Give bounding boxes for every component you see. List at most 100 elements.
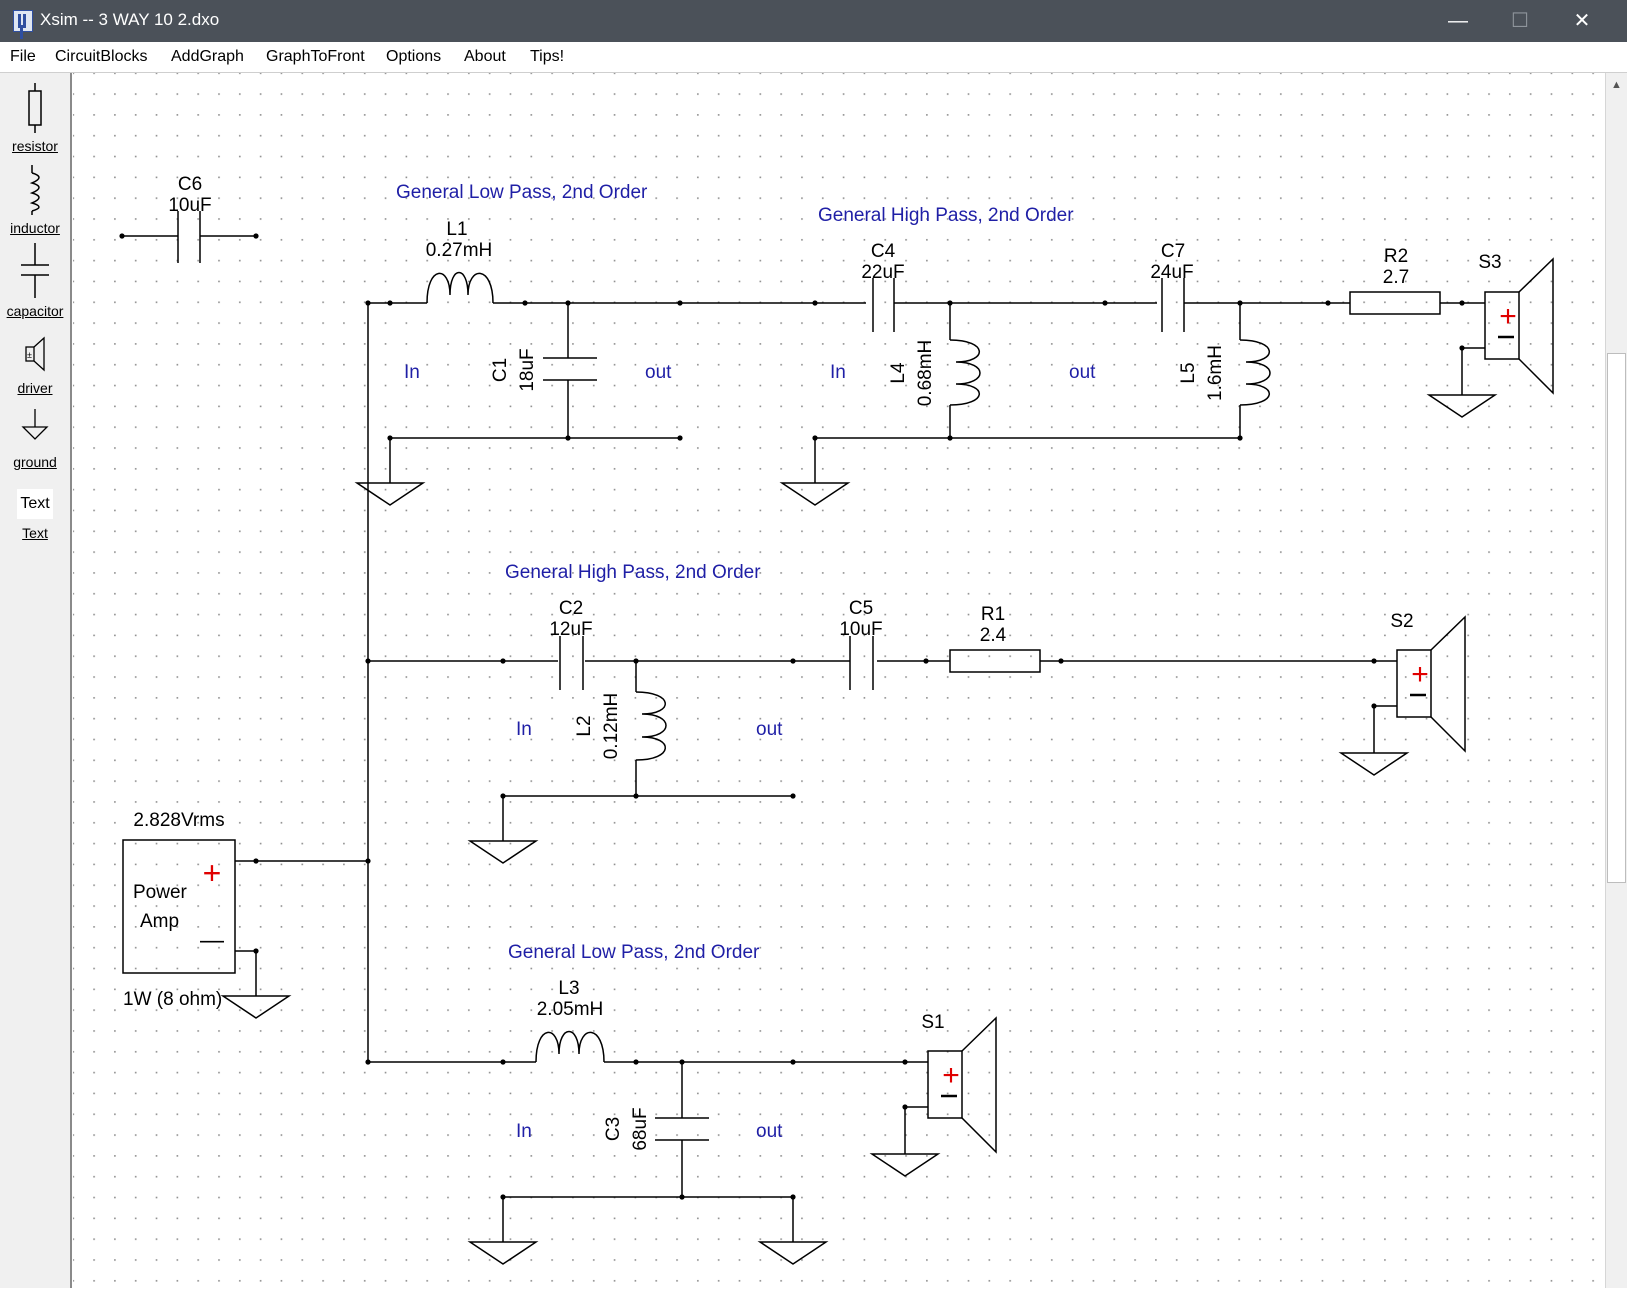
ground-symbol[interactable] xyxy=(757,1241,829,1265)
speaker-s2[interactable] xyxy=(1396,615,1466,753)
inductor-l1[interactable] xyxy=(423,272,494,304)
speaker-plus-sign: + xyxy=(942,1059,960,1092)
block-in-label: In xyxy=(516,1121,532,1142)
label-s2: S2 xyxy=(1390,611,1413,632)
tool-label-resistor: resistor xyxy=(12,138,58,154)
close-button[interactable]: ✕ xyxy=(1573,10,1591,32)
ground-symbol[interactable] xyxy=(467,840,539,864)
menu-options[interactable]: Options xyxy=(386,48,442,65)
label-s3: S3 xyxy=(1478,252,1501,273)
amp-minus-terminal: — xyxy=(200,927,224,954)
vertical-scrollbar[interactable]: ▲ xyxy=(1605,73,1627,1288)
inductor-l4[interactable] xyxy=(949,339,981,406)
menu-tips[interactable]: Tips! xyxy=(530,48,565,65)
menu-addgraph[interactable]: AddGraph xyxy=(171,48,244,65)
block-out-label: out xyxy=(756,1121,783,1142)
tool-text[interactable]: Text Text xyxy=(0,489,70,541)
capacitor-c7[interactable] xyxy=(1161,278,1185,332)
tool-label-ground: ground xyxy=(13,454,57,470)
resistor-r2[interactable] xyxy=(1349,291,1441,315)
menu-about[interactable]: About xyxy=(464,48,506,65)
tool-resistor[interactable]: resistor xyxy=(0,83,70,154)
tool-inductor[interactable]: inductor xyxy=(0,165,70,236)
scroll-thumb[interactable] xyxy=(1607,353,1626,883)
label-c4-name: C4 xyxy=(871,241,896,262)
menu-circuitblocks[interactable]: CircuitBlocks xyxy=(55,48,148,65)
speaker-icon: ± xyxy=(25,336,45,372)
tool-capacitor[interactable]: capacitor xyxy=(0,243,70,319)
tool-label-inductor: inductor xyxy=(10,220,60,236)
menu-bar: File CircuitBlocks AddGraph GraphToFront… xyxy=(0,42,1627,73)
menu-file[interactable]: File xyxy=(10,48,36,65)
grid-dots xyxy=(73,73,1600,1288)
block-in-label: In xyxy=(516,719,532,740)
capacitor-c2[interactable] xyxy=(559,636,584,690)
capacitor-icon xyxy=(21,243,49,298)
capacitor-c6[interactable] xyxy=(177,211,201,263)
window-title: Xsim -- 3 WAY 10 2.dxo xyxy=(40,10,220,29)
label-s1: S1 xyxy=(921,1012,944,1033)
label-l2-value: 0.12mH xyxy=(601,693,622,760)
inductor-l3[interactable] xyxy=(535,1031,605,1063)
ground-symbol[interactable] xyxy=(220,995,292,1019)
block-title-tweeter-highpass: General High Pass, 2nd Order xyxy=(818,205,1074,226)
capacitor-c3[interactable] xyxy=(655,1117,709,1141)
tool-driver[interactable]: ± driver xyxy=(0,335,70,396)
ground-symbol[interactable] xyxy=(467,1241,539,1265)
ground-symbol[interactable] xyxy=(869,1153,941,1177)
inductor-l5[interactable] xyxy=(1239,339,1271,406)
scroll-up-arrow-icon[interactable]: ▲ xyxy=(1611,79,1622,91)
component-toolbox: resistor inductor capacitor ± driver xyxy=(0,73,72,1288)
ground-symbol[interactable] xyxy=(354,482,426,506)
label-l4-value: 0.68mH xyxy=(915,340,936,407)
block-out-label: out xyxy=(756,719,783,740)
label-r2-name: R2 xyxy=(1384,246,1408,267)
label-l1-name: L1 xyxy=(446,219,467,240)
amp-plus-terminal: + xyxy=(203,855,222,891)
power-amp[interactable] xyxy=(122,839,236,974)
capacitor-c4[interactable] xyxy=(872,278,895,332)
maximize-button[interactable]: ☐ xyxy=(1511,10,1529,32)
label-l4-name: L4 xyxy=(888,362,909,384)
menu-graphtofront[interactable]: GraphToFront xyxy=(266,48,365,65)
label-c1-name: C1 xyxy=(490,358,511,382)
speaker-plus-sign: + xyxy=(1411,658,1429,691)
amp-label-power: Power xyxy=(133,882,188,903)
speaker-s1[interactable] xyxy=(927,1016,997,1154)
schematic-canvas[interactable]: C6 10uF General Low Pass, 2nd Order Gene… xyxy=(73,73,1600,1288)
tool-label-capacitor: capacitor xyxy=(6,303,64,319)
schematic: C6 10uF General Low Pass, 2nd Order Gene… xyxy=(73,73,1600,1288)
label-l2-name: L2 xyxy=(574,715,595,736)
ground-symbol[interactable] xyxy=(1426,394,1498,418)
ground-symbol[interactable] xyxy=(1338,752,1410,776)
label-c3-value: 68uF xyxy=(630,1107,651,1150)
ground-symbol[interactable] xyxy=(779,482,851,506)
amp-rating-label: 1W (8 ohm) xyxy=(123,989,222,1010)
text-icon: Text xyxy=(17,489,53,519)
tool-ground[interactable]: ground xyxy=(0,409,70,470)
ground-icon xyxy=(21,409,49,440)
speaker-s3[interactable] xyxy=(1484,257,1554,395)
svg-text:±: ± xyxy=(27,350,32,360)
block-title-mid-highpass: General High Pass, 2nd Order xyxy=(505,562,761,583)
block-out-label: out xyxy=(645,362,672,383)
label-c4-value: 22uF xyxy=(861,262,904,283)
capacitor-c5[interactable] xyxy=(849,636,874,690)
tool-label-text: Text xyxy=(22,525,48,541)
block-out-label: out xyxy=(1069,362,1096,383)
resistor-r1[interactable] xyxy=(949,649,1041,673)
inductor-l2[interactable] xyxy=(635,691,667,761)
inductor-icon xyxy=(29,165,40,215)
speaker-plus-sign: + xyxy=(1499,300,1517,333)
minimize-button[interactable]: — xyxy=(1448,10,1468,32)
label-c1-value: 18uF xyxy=(517,348,538,391)
label-l5-name: L5 xyxy=(1178,362,1199,383)
label-r1-name: R1 xyxy=(981,604,1005,625)
title-bar: Xsim -- 3 WAY 10 2.dxo — ☐ ✕ xyxy=(0,0,1627,42)
label-c7-value: 24uF xyxy=(1150,262,1193,283)
label-c7-name: C7 xyxy=(1161,241,1185,262)
amp-label-amp: Amp xyxy=(140,911,179,932)
label-r2-value: 2.7 xyxy=(1383,267,1409,288)
label-c2-value: 12uF xyxy=(549,619,592,640)
capacitor-c1[interactable] xyxy=(543,357,597,381)
